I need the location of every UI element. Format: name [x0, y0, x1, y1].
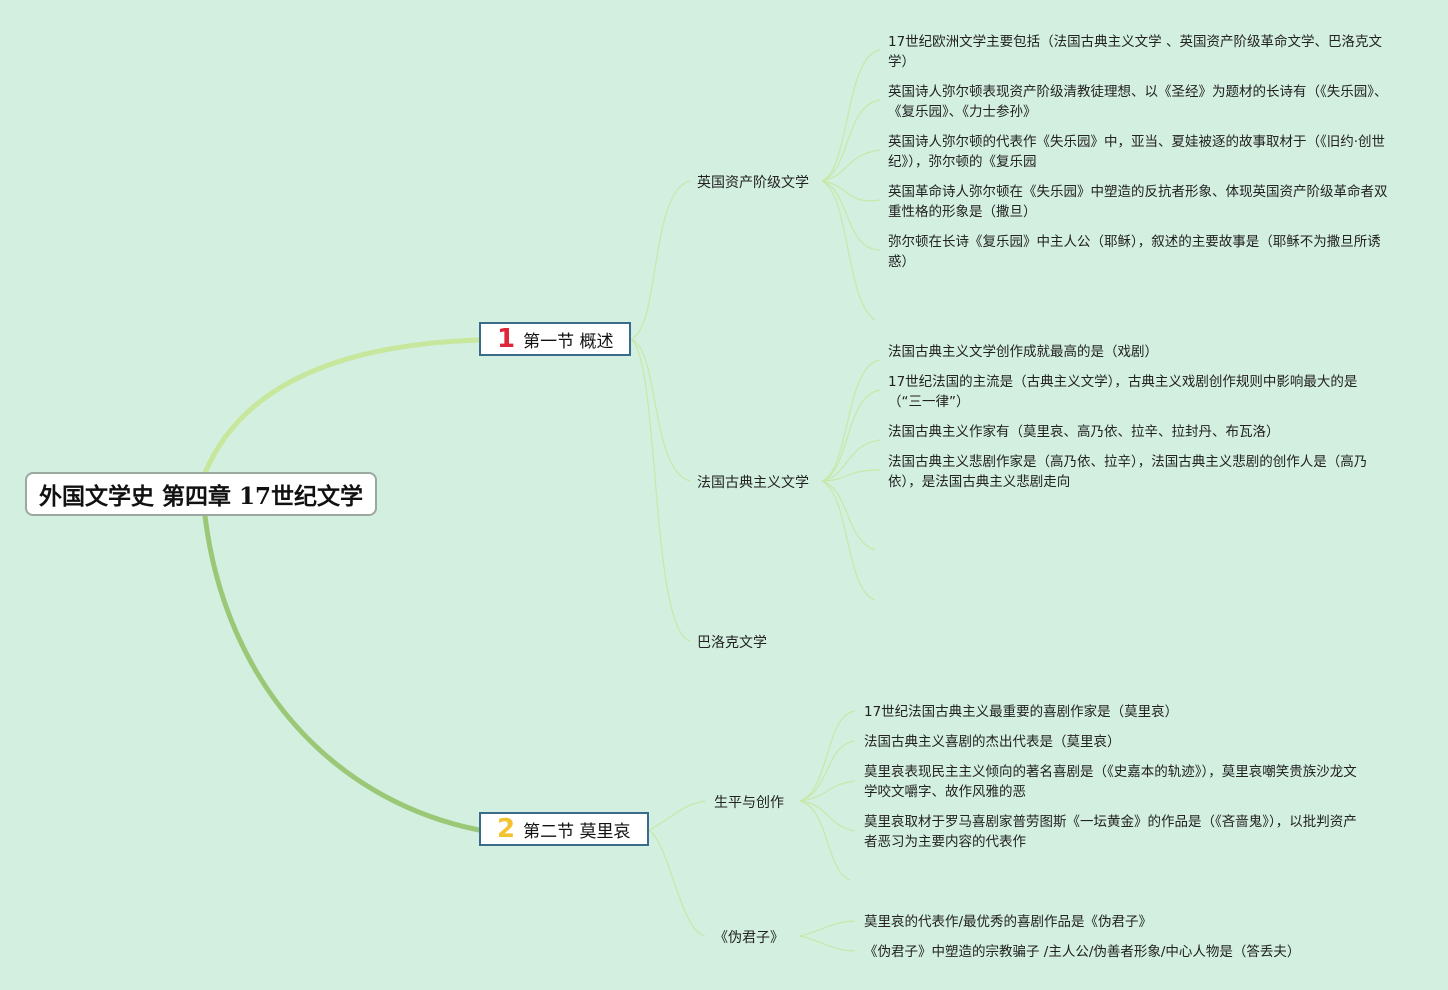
section1-sub-connectors [630, 180, 691, 642]
subtopic-label: 法国古典主义文学 [697, 475, 809, 491]
leaf-label: 英国诗人弥尔顿表现资产阶级清教徒理想、以《圣经》为题材的长诗有（《失乐园》、《复… [888, 84, 1388, 120]
leaf-topic[interactable]: 17世纪法国的主流是（古典主义文学），古典主义戏剧创作规则中影响最大的是（“三一… [888, 372, 1388, 412]
leaf-label: 法国古典主义悲剧作家是（高乃依、拉辛），法国古典主义悲剧的创作人是（高乃依），是… [888, 454, 1368, 490]
leaf-label: 法国古典主义文学创作成就最高的是（戏剧） [888, 344, 1158, 360]
leaf-topic[interactable]: 英国革命诗人弥尔顿在《失乐园》中塑造的反抗者形象、体现英国资产阶级革命者双重性格… [888, 182, 1388, 222]
subtopic-label: 《伪君子》 [714, 930, 784, 946]
subtopic-label: 英国资产阶级文学 [697, 175, 809, 191]
subtopic-life-and-works[interactable]: 生平与创作 [714, 792, 784, 812]
leaf-topic[interactable]: 17世纪欧洲文学主要包括（法国古典主义文学 、英国资产阶级革命文学、巴洛克文学） [888, 32, 1388, 72]
section-2-title: 第二节 莫里哀 [523, 821, 631, 842]
section2-sub-connectors [648, 800, 706, 937]
leaf-topic[interactable]: 《伪君子》中塑造的宗教骗子 /主人公/伪善者形象/中心人物是（答丢夫） [864, 942, 1364, 962]
leaf-label: 法国古典主义作家有（莫里哀、高乃依、拉辛、拉封丹、布瓦洛） [888, 424, 1280, 440]
leaf-topic[interactable]: 法国古典主义文学创作成就最高的是（戏剧） [888, 342, 1388, 362]
subtopic-label: 巴洛克文学 [697, 635, 767, 651]
section-1-title: 第一节 概述 [523, 331, 614, 352]
leaf-label: 法国古典主义喜剧的杰出代表是（莫里哀） [864, 734, 1121, 750]
section-1-topic[interactable]: 1 第一节 概述 [479, 322, 631, 356]
leaf-label: 英国诗人弥尔顿的代表作《失乐园》中，亚当、夏娃被逐的故事取材于（《旧约·创世纪》… [888, 134, 1386, 170]
root-topic-label: 外国文学史 第四章 17世纪文学 [38, 483, 364, 510]
leaf-label: 17世纪法国古典主义最重要的喜剧作家是（莫里哀） [864, 704, 1179, 720]
sub4-leaf-connectors [799, 920, 856, 952]
leaf-topic[interactable]: 英国诗人弥尔顿表现资产阶级清教徒理想、以《圣经》为题材的长诗有（《失乐园》、《复… [888, 82, 1388, 122]
subtopic-british-literature[interactable]: 英国资产阶级文学 [697, 172, 809, 192]
leaf-topic[interactable]: 弥尔顿在长诗《复乐园》中主人公（耶稣），叙述的主要故事是（耶稣不为撒旦所诱惑） [888, 232, 1388, 272]
leaf-label: 莫里哀的代表作/最优秀的喜剧作品是《伪君子》 [864, 914, 1153, 930]
leaf-label: 英国革命诗人弥尔顿在《失乐园》中塑造的反抗者形象、体现英国资产阶级革命者双重性格… [888, 184, 1388, 220]
section-2-number: 2 [497, 814, 516, 844]
leaf-topic[interactable]: 英国诗人弥尔顿的代表作《失乐园》中，亚当、夏娃被逐的故事取材于（《旧约·创世纪》… [888, 132, 1388, 172]
leaf-topic[interactable]: 法国古典主义作家有（莫里哀、高乃依、拉辛、拉封丹、布瓦洛） [888, 422, 1388, 442]
leaf-topic[interactable]: 17世纪法国古典主义最重要的喜剧作家是（莫里哀） [864, 702, 1364, 722]
leaf-topic[interactable]: 莫里哀取材于罗马喜剧家普劳图斯《一坛黄金》的作品是（《吝啬鬼》），以批判资产者恶… [864, 812, 1364, 852]
leaf-label: 弥尔顿在长诗《复乐园》中主人公（耶稣），叙述的主要故事是（耶稣不为撒旦所诱惑） [888, 234, 1381, 270]
leaf-label: 莫里哀表现民主主义倾向的著名喜剧是（《史嘉本的轨迹》），莫里哀嘲笑贵族沙龙文学咬… [864, 764, 1357, 800]
section-1-number: 1 [497, 324, 516, 354]
section-2-topic[interactable]: 2 第二节 莫里哀 [479, 812, 649, 846]
root-to-section2-branch [202, 513, 482, 833]
subtopic-tartuffe[interactable]: 《伪君子》 [714, 927, 784, 947]
root-to-section1-branch [202, 337, 482, 476]
subtopic-french-classicism[interactable]: 法国古典主义文学 [697, 472, 809, 492]
subtopic-baroque-literature[interactable]: 巴洛克文学 [697, 632, 767, 652]
subtopic-label: 生平与创作 [714, 795, 784, 811]
leaf-label: 17世纪法国的主流是（古典主义文学），古典主义戏剧创作规则中影响最大的是（“三一… [888, 374, 1358, 410]
leaf-label: 《伪君子》中塑造的宗教骗子 /主人公/伪善者形象/中心人物是（答丢夫） [864, 944, 1301, 960]
leaf-label: 莫里哀取材于罗马喜剧家普劳图斯《一坛黄金》的作品是（《吝啬鬼》），以批判资产者恶… [864, 814, 1357, 850]
root-topic[interactable]: 外国文学史 第四章 17世纪文学 [25, 472, 377, 516]
leaf-topic[interactable]: 莫里哀的代表作/最优秀的喜剧作品是《伪君子》 [864, 912, 1364, 932]
sub1-leaf-connectors [821, 49, 881, 321]
leaf-topic[interactable]: 莫里哀表现民主主义倾向的著名喜剧是（《史嘉本的轨迹》），莫里哀嘲笑贵族沙龙文学咬… [864, 762, 1364, 802]
leaf-topic[interactable]: 法国古典主义悲剧作家是（高乃依、拉辛），法国古典主义悲剧的创作人是（高乃依），是… [888, 452, 1388, 492]
leaf-label: 17世纪欧洲文学主要包括（法国古典主义文学 、英国资产阶级革命文学、巴洛克文学） [888, 34, 1382, 70]
sub2-leaf-connectors [821, 359, 881, 601]
sub3-leaf-connectors [799, 710, 856, 881]
leaf-topic[interactable]: 法国古典主义喜剧的杰出代表是（莫里哀） [864, 732, 1364, 752]
